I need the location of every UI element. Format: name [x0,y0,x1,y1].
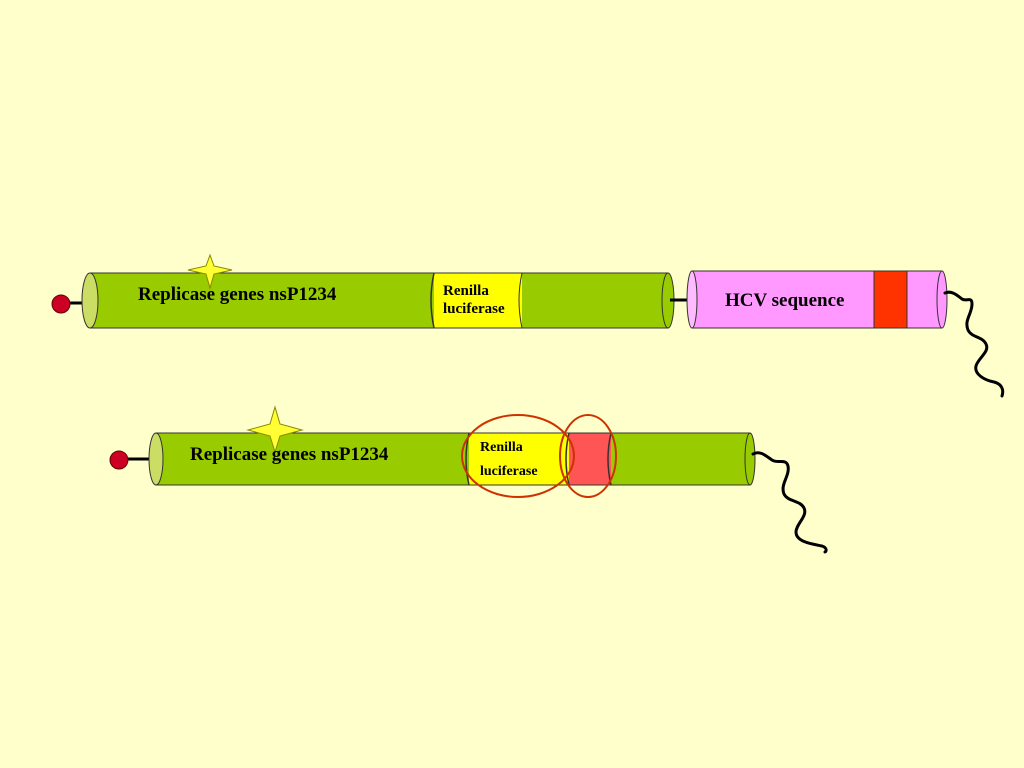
renilla-label-line1-1: Renilla [443,283,489,299]
four-point-star-icon [246,405,304,454]
replicase-cylinder-1 [89,272,669,329]
poly-a-tail-icon [751,451,828,554]
luciferase-left-edge-1 [430,272,435,329]
poly-a-tail-icon [943,290,1005,398]
hcv-label: HCV sequence [725,290,844,311]
luciferase-segment-2 [469,433,569,485]
replicase-cylinder-2 [155,432,751,486]
renilla-label-line2-1: luciferase [443,301,505,317]
red-circle-cap-icon [109,450,129,470]
renilla-label-line1-2: Renilla [480,440,523,455]
construct-1: Replicase genes nsP1234 Renilla lucifera… [51,253,1005,398]
replicase-label-2: Replicase genes nsP1234 [190,444,389,465]
renilla-label-line2-2: luciferase [480,464,538,479]
red-circle-cap-icon [51,294,71,314]
highlight-oval-marker [559,414,617,498]
luciferase-segment-1 [434,273,522,328]
fused-marker-segment [569,433,611,485]
replicase-cylinder-cap-2 [148,432,164,486]
hcv-marker-segment [873,270,908,329]
hcv-cylinder-cap [686,270,698,329]
highlight-oval-luciferase [461,414,575,498]
luciferase-right-edge-1 [518,272,523,329]
four-point-star-icon [187,253,233,290]
hcv-cylinder-end [936,270,948,329]
replicase-cylinder-cap-1 [81,272,99,329]
replicase-cylinder-end-2 [744,432,756,486]
construct-2: Replicase genes nsP1234 Renilla lucifera… [109,405,828,554]
replicase-label-1: Replicase genes nsP1234 [138,284,337,305]
